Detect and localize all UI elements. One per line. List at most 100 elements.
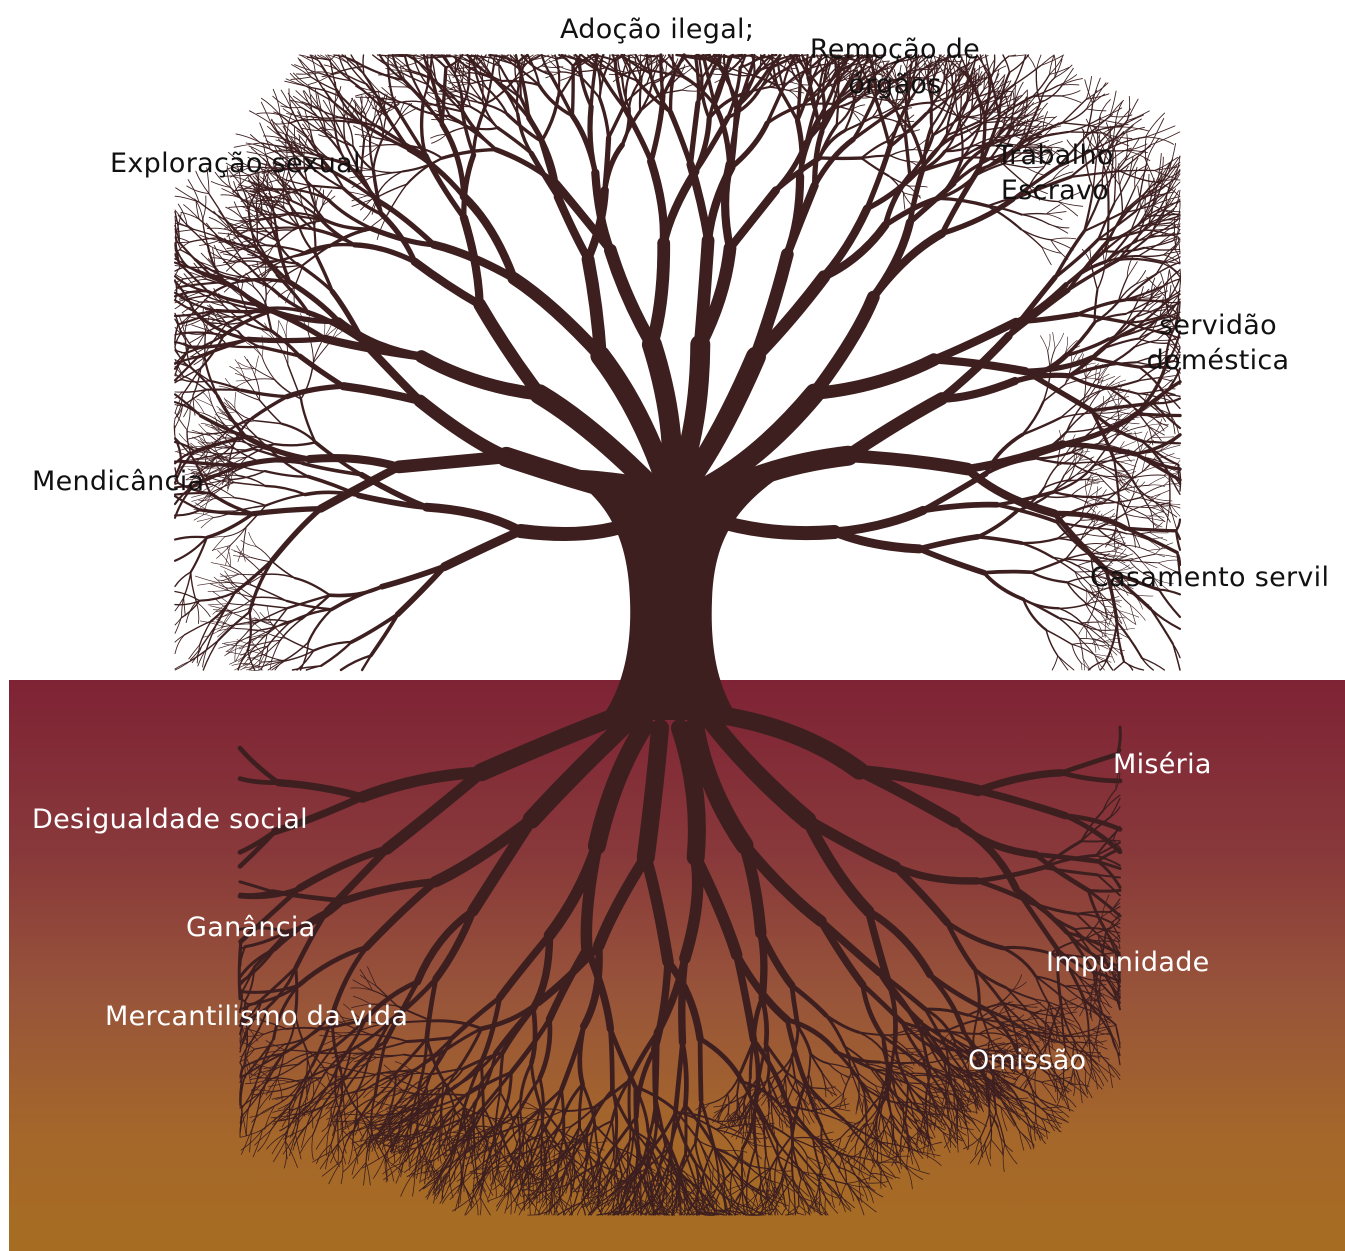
root xyxy=(408,1038,453,1042)
branch xyxy=(271,640,280,661)
branch xyxy=(1040,336,1047,352)
branch xyxy=(517,86,519,114)
branch xyxy=(292,65,311,77)
branch xyxy=(1059,604,1086,608)
branch xyxy=(399,457,506,467)
branch xyxy=(691,103,698,165)
branch xyxy=(184,597,186,615)
branch xyxy=(1126,144,1147,151)
branch xyxy=(175,196,199,202)
branch xyxy=(295,578,330,595)
branch xyxy=(1069,376,1109,389)
root xyxy=(554,1195,555,1215)
branch xyxy=(1022,214,1046,215)
branch xyxy=(1120,442,1135,449)
branch xyxy=(1114,662,1124,670)
branch xyxy=(610,250,652,344)
root xyxy=(610,1029,612,1090)
branch xyxy=(442,150,496,159)
root xyxy=(599,857,646,946)
branch xyxy=(234,202,243,219)
branch xyxy=(1148,512,1163,518)
branch xyxy=(1036,55,1041,72)
root xyxy=(374,1054,403,1056)
branch xyxy=(1146,126,1176,137)
branch xyxy=(725,164,730,248)
branch xyxy=(373,170,403,173)
branch xyxy=(1046,214,1062,220)
branch xyxy=(300,356,344,386)
branch xyxy=(235,561,272,593)
root xyxy=(273,1082,301,1091)
branch xyxy=(241,192,259,202)
branch xyxy=(286,321,287,340)
branch xyxy=(652,243,664,344)
branch xyxy=(310,458,399,467)
branch xyxy=(1087,94,1105,109)
branch xyxy=(1022,543,1053,557)
branch xyxy=(187,408,190,430)
branch xyxy=(175,324,178,339)
branch xyxy=(388,184,407,214)
branch xyxy=(1142,466,1159,472)
root xyxy=(296,1135,302,1159)
branch xyxy=(287,386,344,396)
root xyxy=(365,1113,385,1115)
branch xyxy=(1173,644,1180,670)
branch xyxy=(175,229,194,232)
branch xyxy=(1033,96,1061,97)
root xyxy=(352,1156,358,1175)
root xyxy=(500,1052,503,1092)
root xyxy=(240,748,278,783)
root xyxy=(273,1141,285,1162)
root xyxy=(646,857,668,961)
branch xyxy=(590,107,595,173)
root xyxy=(329,1160,342,1184)
branch xyxy=(1022,215,1049,225)
root xyxy=(285,1141,297,1167)
branch xyxy=(1067,582,1084,601)
root xyxy=(352,1139,374,1144)
branch xyxy=(1176,520,1180,531)
branch xyxy=(572,66,573,116)
branch xyxy=(175,537,207,540)
root xyxy=(766,1154,770,1179)
root xyxy=(253,1130,262,1157)
root xyxy=(268,1080,290,1082)
root xyxy=(376,1091,391,1105)
branch xyxy=(175,280,177,288)
root xyxy=(327,1131,329,1156)
root xyxy=(646,728,660,857)
branch xyxy=(1061,96,1081,103)
root xyxy=(440,1144,457,1175)
branch xyxy=(272,509,321,561)
branch xyxy=(373,138,383,171)
branch xyxy=(266,495,306,506)
branch xyxy=(1052,656,1058,670)
branch xyxy=(1047,496,1071,497)
branch xyxy=(203,640,218,670)
branch xyxy=(235,498,266,506)
branch xyxy=(236,134,261,143)
branch xyxy=(175,618,181,633)
branch xyxy=(212,511,236,512)
branch xyxy=(1100,509,1114,517)
branch xyxy=(1113,549,1127,561)
root xyxy=(299,947,367,985)
branch xyxy=(255,356,259,375)
branch xyxy=(330,587,382,596)
branch xyxy=(1093,411,1118,413)
root xyxy=(278,783,362,797)
branch xyxy=(711,74,729,75)
branch xyxy=(211,182,230,188)
root xyxy=(240,882,272,892)
branch xyxy=(1022,539,1058,544)
branch xyxy=(1062,99,1086,123)
branch xyxy=(1058,656,1068,670)
branch xyxy=(984,573,1023,600)
branch xyxy=(1120,460,1135,462)
branch xyxy=(1031,559,1066,572)
branch xyxy=(848,399,941,456)
branch xyxy=(313,339,332,362)
branch xyxy=(202,391,213,406)
